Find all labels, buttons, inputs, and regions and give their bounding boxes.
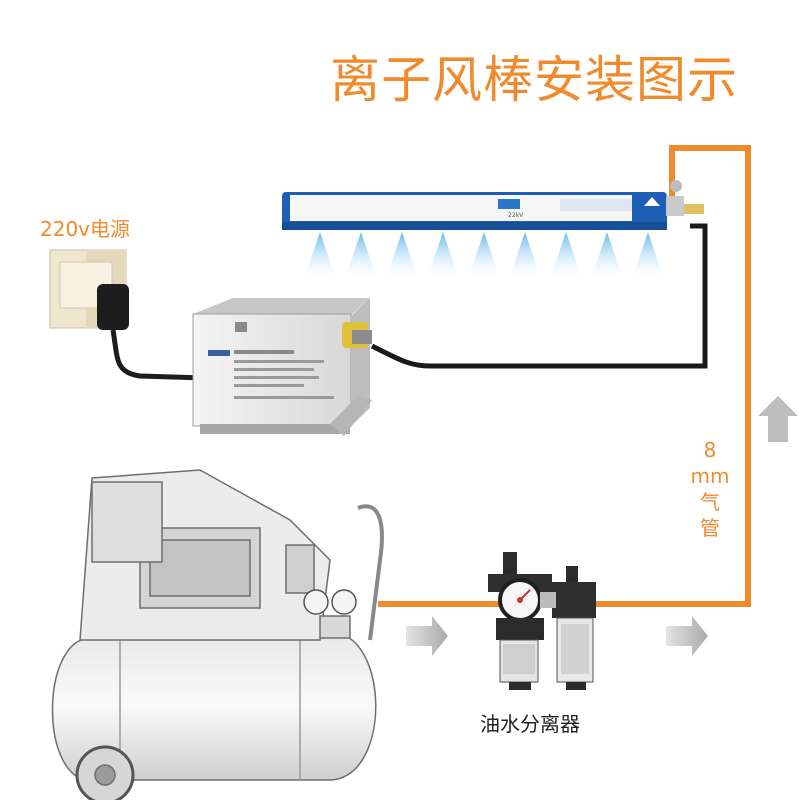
ion-airflow: [303, 232, 665, 282]
airflow-plume: [549, 232, 583, 282]
airflow-plume: [590, 232, 624, 282]
air-tube: [378, 145, 751, 607]
airflow-plume: [385, 232, 419, 282]
airflow-plume: [344, 232, 378, 282]
bar-voltage-text: 22kV: [508, 212, 524, 219]
oil-water-separator: [488, 552, 596, 690]
air-compressor: [51, 469, 384, 800]
airflow-plume: [467, 232, 501, 282]
airflow-plume: [303, 232, 337, 282]
flow-arrow-up: [758, 396, 798, 442]
separator-label: 油水分离器: [480, 712, 580, 736]
flow-arrow-right-1: [406, 616, 448, 656]
airflow-plume: [631, 232, 665, 282]
airflow-plume: [508, 232, 542, 282]
air-tube-label-line-3: 气: [700, 490, 720, 514]
power-plug: [97, 284, 206, 381]
ion-generator: [192, 298, 372, 436]
page-title: 离子风棒安装图示: [330, 51, 738, 109]
air-tube-label-line-2: mm: [690, 464, 730, 488]
airflow-plume: [426, 232, 460, 282]
power-source-label: 220v电源: [40, 217, 131, 241]
hv-cable: [370, 223, 708, 369]
ion-bar: 22kV: [282, 180, 704, 230]
air-tube-label-line-4: 管: [700, 516, 720, 540]
flow-arrow-right-2: [666, 616, 708, 656]
air-tube-label-line-1: 8: [703, 438, 717, 462]
air-tube-label: 8 mm 气 管: [690, 437, 730, 541]
